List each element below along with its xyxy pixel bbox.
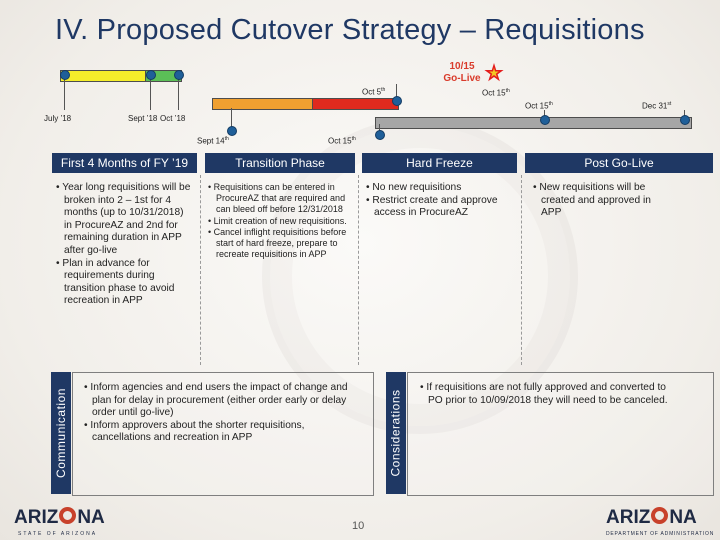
timeline-marker: [680, 115, 690, 125]
timeline-tick: [231, 108, 232, 134]
timeline-marker: [375, 130, 385, 140]
communication-tab: Communication: [51, 372, 71, 494]
label-oct15-right: Oct 15th: [525, 101, 553, 111]
list-item: If requisitions are not fully approved a…: [420, 382, 670, 407]
timeline-marker: [146, 70, 156, 80]
label-july: July ’18: [44, 114, 72, 123]
list-item: Restrict create and approve access in Pr…: [366, 195, 516, 220]
timeline-marker: [540, 115, 550, 125]
phase-header-hard-freeze: Hard Freeze: [362, 153, 517, 173]
phase-header-first-months: First 4 Months of FY ’19: [52, 153, 197, 173]
column-divider: [521, 175, 522, 365]
timeline-tick: [396, 84, 397, 98]
label-oct18: Oct ’18: [160, 114, 186, 123]
label-oct5: Oct 5th: [362, 87, 386, 97]
timeline-tick: [64, 78, 65, 110]
column-divider: [358, 175, 359, 365]
timeline-tick: [684, 110, 685, 118]
phase-body-hard-freeze: No new requisitions Restrict create and …: [366, 182, 516, 220]
phase-body-transition: Requisitions can be entered in ProcureAZ…: [208, 182, 350, 260]
considerations-label: Considerations: [389, 389, 404, 477]
timeline-marker: [60, 70, 70, 80]
list-item: No new requisitions: [366, 182, 516, 195]
list-item: Year long requisitions will be broken in…: [56, 182, 194, 258]
label-dec31: Dec 31st: [642, 101, 672, 111]
list-item: New requisitions will be created and app…: [533, 182, 668, 220]
column-divider: [200, 175, 201, 365]
go-live-text: Go-Live: [443, 73, 481, 84]
arizona-logo-right-subtitle: DEPARTMENT OF ADMINISTRATION: [606, 531, 715, 537]
timeline-marker: [227, 126, 237, 136]
timeline-tick: [150, 78, 151, 110]
label-oct15-low: Oct 15th: [328, 136, 356, 146]
timeline-bar-post-go-live: [375, 117, 692, 129]
label-oct15-top: Oct 15th: [482, 88, 510, 98]
label-sept14: Sept 14th: [197, 136, 229, 146]
list-item: Cancel inflight requisitions before star…: [208, 227, 350, 261]
timeline-marker: [392, 96, 402, 106]
list-item: Inform approvers about the shorter requi…: [84, 420, 359, 445]
phase-header-post-go-live: Post Go-Live: [525, 153, 713, 173]
communication-text: Inform agencies and end users the impact…: [84, 382, 359, 445]
considerations-text: If requisitions are not fully approved a…: [420, 382, 670, 407]
go-live-date: 10/15: [449, 61, 475, 72]
timeline-bar-hard-freeze: [312, 98, 399, 110]
timeline-tick: [544, 110, 545, 118]
logo-o-icon: [651, 507, 669, 524]
list-item: Limit creation of new requisitions.: [208, 216, 350, 227]
considerations-tab: Considerations: [386, 372, 406, 494]
timeline-tick: [178, 78, 179, 110]
phase-body-first-months: Year long requisitions will be broken in…: [56, 182, 194, 308]
timeline-tick: [379, 124, 380, 134]
label-sept: Sept ’18: [128, 114, 158, 123]
timeline-bar-transition: [212, 98, 314, 110]
arizona-logo-left-subtitle: STATE OF ARIZONA: [18, 531, 98, 537]
go-live-label: 10/15 Go-Live: [442, 61, 482, 85]
phase-body-post-go-live: New requisitions will be created and app…: [533, 182, 668, 220]
timeline-marker: [174, 70, 184, 80]
list-item: Inform agencies and end users the impact…: [84, 382, 359, 420]
page-number: 10: [352, 520, 365, 532]
phase-header-transition: Transition Phase: [205, 153, 355, 173]
slide-title: IV. Proposed Cutover Strategy – Requisit…: [55, 14, 645, 46]
go-live-star-center-icon: [489, 68, 499, 78]
list-item: Requisitions can be entered in ProcureAZ…: [208, 182, 350, 216]
communication-label: Communication: [54, 388, 68, 478]
logo-o-icon: [59, 507, 77, 524]
list-item: Plan in advance for requirements during …: [56, 258, 194, 308]
